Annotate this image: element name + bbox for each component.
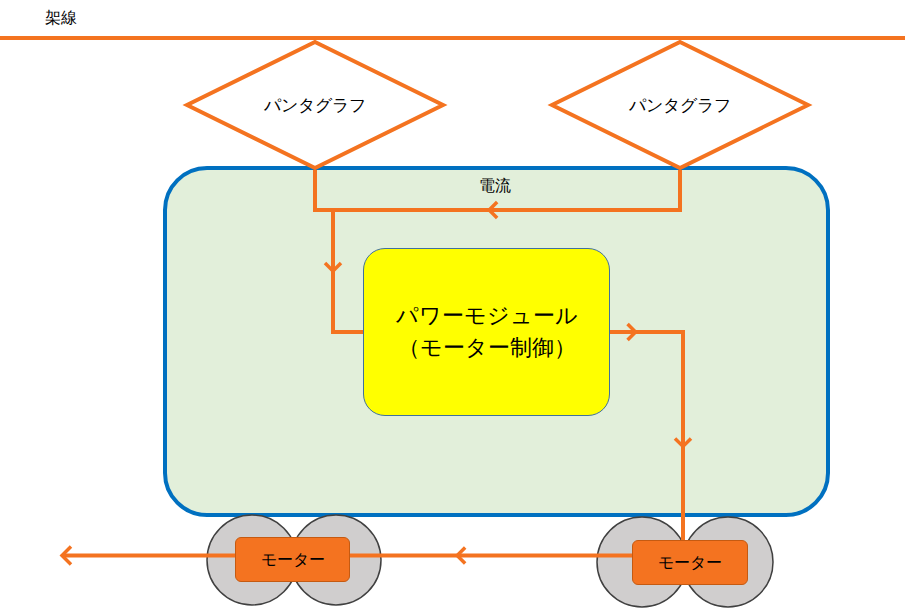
diamond-shape	[552, 42, 808, 168]
node-text: モーター	[658, 553, 722, 572]
wheels	[207, 515, 773, 607]
node-text: パンタグラフ	[264, 95, 366, 115]
power-module-box: パワーモジュール （モーター制御）	[363, 248, 610, 416]
node-text: モーター	[261, 550, 325, 569]
connector-line	[610, 332, 683, 540]
current-connector	[610, 324, 691, 540]
connector-line	[315, 170, 363, 332]
arrow-chevron	[457, 548, 465, 564]
arrow-chevron	[628, 324, 636, 340]
motor-box: モーター	[632, 540, 748, 585]
motor-box: モーター	[235, 537, 350, 582]
car-body	[165, 168, 828, 515]
arrow-chevron	[675, 438, 691, 446]
pantograph-diamond: パンタグラフ	[550, 40, 810, 170]
pantograph-diamond: パンタグラフ	[185, 40, 445, 170]
node-text: パワーモジュール （モーター制御）	[384, 300, 589, 364]
overhead-wire	[0, 36, 905, 40]
current-connector	[350, 548, 632, 564]
arrow-chevron	[325, 263, 341, 271]
arrow-chevron	[489, 202, 497, 218]
wire-label: 架線	[45, 8, 77, 29]
node-text: パンタグラフ	[629, 95, 731, 115]
connector-line	[350, 554, 632, 558]
current-connector	[315, 170, 363, 332]
diamond-shape	[187, 42, 443, 168]
arrow-chevron	[62, 547, 71, 565]
current-label: 電流	[479, 176, 511, 197]
exit-current-line	[62, 554, 235, 558]
